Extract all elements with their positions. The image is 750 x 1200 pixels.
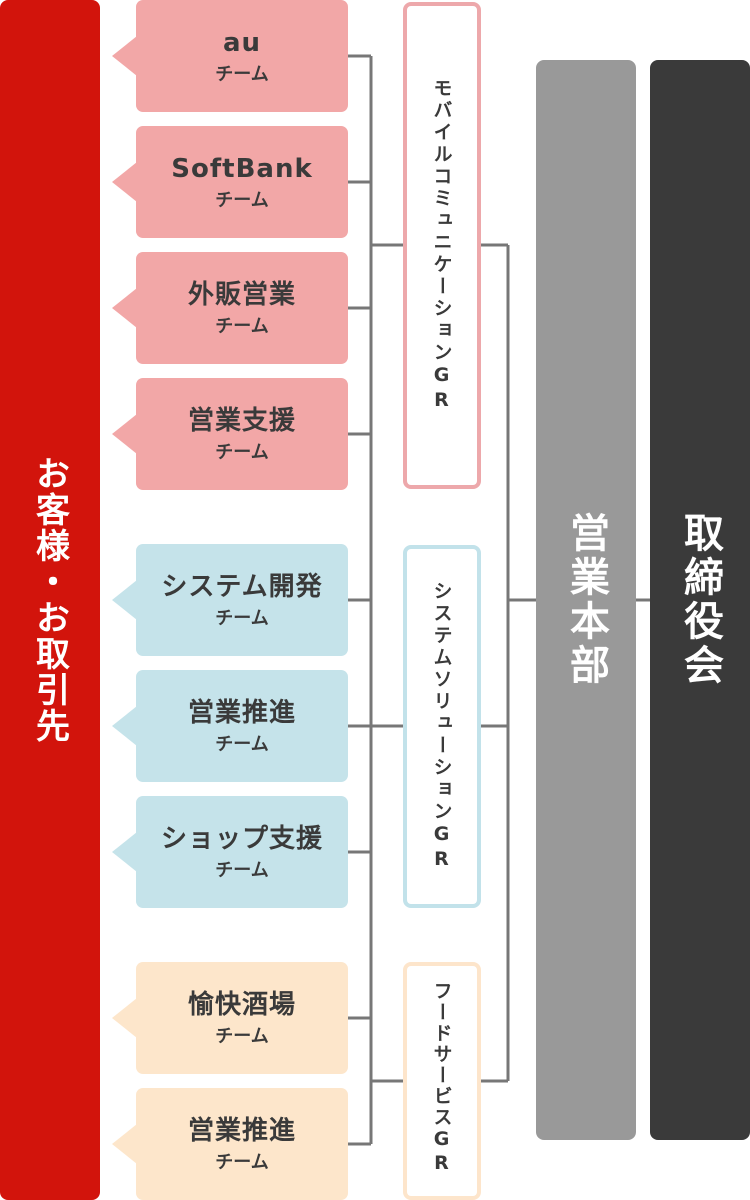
team-softbank: SoftBank チーム <box>112 126 348 238</box>
team-name: 営業推進 <box>187 1116 296 1146</box>
team-name: ショップ支援 <box>160 824 323 854</box>
group-mobile-communication: モバイルコミュニケーションGR <box>403 2 481 489</box>
team-suffix: チーム <box>215 316 269 337</box>
team-suffix: チーム <box>215 608 269 629</box>
team-external-sales: 外販営業 チーム <box>112 252 348 364</box>
team-suffix: チーム <box>215 442 269 463</box>
board-label: 取締役会 <box>677 512 723 688</box>
team-name: 愉快酒場 <box>187 990 296 1020</box>
team-sales-promotion-food: 営業推進 チーム <box>112 1088 348 1200</box>
team-sales-promotion: 営業推進 チーム <box>112 670 348 782</box>
group-label: システムソリューションGR <box>430 580 453 873</box>
team-suffix: チーム <box>215 190 269 211</box>
customers-label: お客様・お取引先 <box>29 456 70 744</box>
team-name: SoftBank <box>171 154 313 184</box>
team-name: 営業推進 <box>187 698 296 728</box>
team-au: au チーム <box>112 0 348 112</box>
team-suffix: チーム <box>215 734 269 755</box>
team-suffix: チーム <box>215 64 269 85</box>
group-system-solution: システムソリューションGR <box>403 545 481 908</box>
team-suffix: チーム <box>215 860 269 881</box>
team-name: 営業支援 <box>187 406 296 436</box>
team-sales-support: 営業支援 チーム <box>112 378 348 490</box>
group-food-service: フードサービスGR <box>403 962 481 1200</box>
sales-headquarters: 営業本部 <box>536 60 636 1140</box>
team-system-development: システム開発 チーム <box>112 544 348 656</box>
team-shop-support: ショップ支援 チーム <box>112 796 348 908</box>
team-name: au <box>222 28 262 58</box>
customers-bar: お客様・お取引先 <box>0 0 100 1200</box>
team-yukai-sakaba: 愉快酒場 チーム <box>112 962 348 1074</box>
team-name: システム開発 <box>161 572 323 602</box>
headquarters-label: 営業本部 <box>563 512 609 688</box>
board-of-directors: 取締役会 <box>650 60 750 1140</box>
team-suffix: チーム <box>215 1152 269 1173</box>
team-suffix: チーム <box>215 1026 269 1047</box>
team-name: 外販営業 <box>187 280 296 310</box>
group-label: モバイルコミュニケーションGR <box>430 77 453 414</box>
group-label: フードサービスGR <box>430 981 453 1176</box>
